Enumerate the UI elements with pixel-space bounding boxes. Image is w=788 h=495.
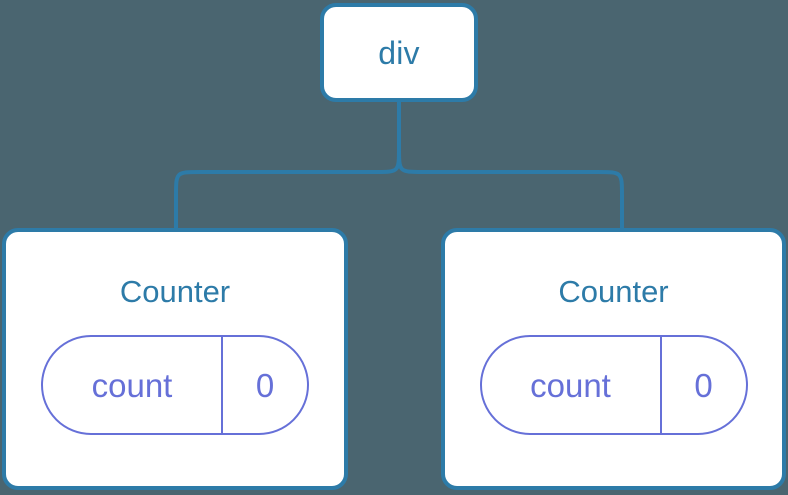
state-key-cell-counter-0: count [43, 337, 223, 433]
state-value-cell-counter-0: 0 [223, 337, 307, 433]
node-counter-0[interactable]: Counter count 0 [2, 228, 348, 490]
state-value-label-counter-0: 0 [255, 366, 275, 404]
state-key-cell-counter-1: count [482, 337, 662, 433]
connector-stem-and-fork [397, 102, 624, 230]
state-key-label-counter-0: count [91, 366, 173, 404]
node-div-label: div [378, 34, 420, 71]
state-pill-counter-1[interactable]: count 0 [479, 335, 748, 435]
state-key-label-counter-1: count [530, 366, 611, 404]
node-counter-0-label: Counter [119, 274, 231, 309]
state-value-label-counter-1: 0 [694, 366, 713, 404]
node-counter-1-label: Counter [558, 274, 669, 309]
node-div[interactable]: div [320, 3, 478, 102]
state-value-cell-counter-1: 0 [662, 337, 746, 433]
node-counter-1[interactable]: Counter count 0 [441, 228, 786, 490]
state-pill-counter-0[interactable]: count 0 [41, 335, 309, 435]
connector-left-branch [174, 147, 401, 230]
